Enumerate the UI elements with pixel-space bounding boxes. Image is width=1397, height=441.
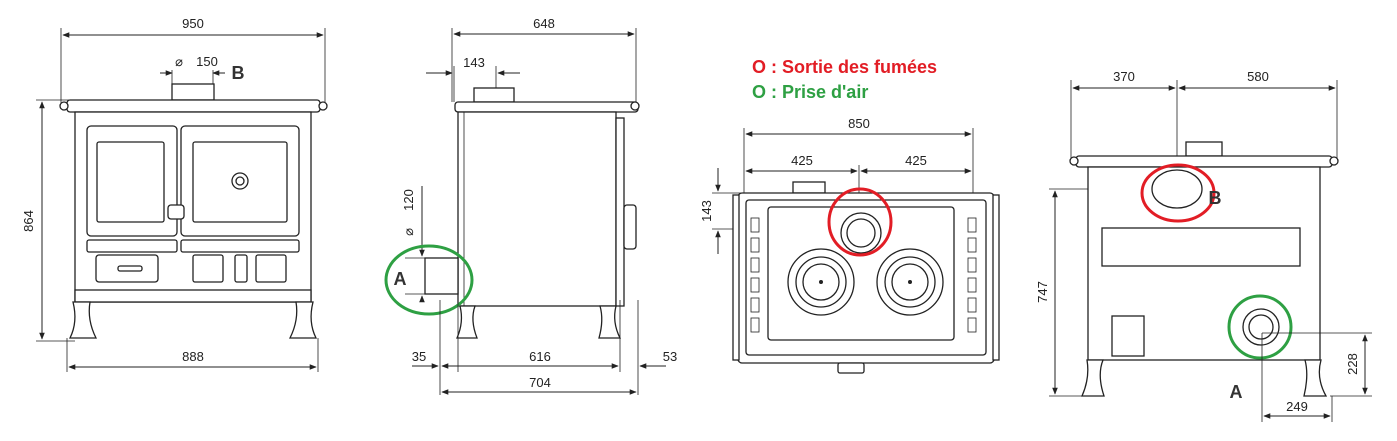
legend-air-intake: O : Prise d'air xyxy=(752,82,868,102)
cooktop-edge xyxy=(66,99,321,113)
air-inlet xyxy=(424,257,459,295)
total-depth-label: 704 xyxy=(529,375,551,390)
label-a-side: A xyxy=(394,269,407,289)
body-depth-label: 616 xyxy=(529,349,551,364)
rear-right-offset-label: 580 xyxy=(1247,69,1269,84)
label-b-rear: B xyxy=(1209,188,1222,208)
label-b-front: B xyxy=(232,63,245,83)
rear-height-label: 747 xyxy=(1035,281,1050,303)
legend: O : Sortie des fumées O : Prise d'air xyxy=(752,57,937,102)
front-height-label: 864 xyxy=(21,210,36,232)
top-view: 850 425 425 143 xyxy=(699,116,1000,374)
front-base-width-label: 888 xyxy=(182,349,204,364)
front-view: 950 ⌀ 150 B 864 xyxy=(21,16,328,372)
top-half-right-label: 425 xyxy=(905,153,927,168)
flue-collar xyxy=(171,83,215,101)
door-handle xyxy=(167,204,185,220)
vents-left xyxy=(750,217,760,333)
rail-knob-right xyxy=(318,101,328,111)
side-depth-label: 648 xyxy=(533,16,555,31)
top-half-left-label: 425 xyxy=(791,153,813,168)
leg-right xyxy=(288,301,318,339)
rail-knob-left xyxy=(59,101,69,111)
rear-plate xyxy=(1111,315,1145,357)
front-width-label: 950 xyxy=(182,16,204,31)
rear-panel xyxy=(1101,227,1301,267)
rear-smoke-exit-highlight xyxy=(1140,163,1216,223)
diameter-symbol-air: ⌀ xyxy=(401,228,416,236)
rear-air-inlet-highlight xyxy=(1227,294,1293,360)
side-flue-collar xyxy=(473,87,515,103)
diameter-symbol: ⌀ xyxy=(175,54,183,69)
side-handle xyxy=(623,204,637,250)
top-flue-offset-label: 143 xyxy=(699,200,714,222)
firebox-window xyxy=(96,141,165,223)
legend-smoke-exit: O : Sortie des fumées xyxy=(752,57,937,77)
rear-air-height-label: 228 xyxy=(1345,353,1360,375)
side-body xyxy=(457,111,617,307)
leg-left xyxy=(68,301,98,339)
air-inlet-highlight xyxy=(384,244,474,316)
top-width-label: 850 xyxy=(848,116,870,131)
top-smoke-exit-highlight xyxy=(827,187,893,257)
front-overhang-label: 53 xyxy=(663,349,677,364)
rear-flue-outlet xyxy=(1151,169,1203,209)
vents-right xyxy=(967,217,977,333)
rear-air-offset-label: 249 xyxy=(1286,399,1308,414)
rear-overhang-label: 35 xyxy=(412,349,426,364)
label-a-rear: A xyxy=(1230,382,1243,402)
rear-left-offset-label: 370 xyxy=(1113,69,1135,84)
side-flue-offset-label: 143 xyxy=(463,55,485,70)
side-view: 648 143 ⌀ 120 A 35 xyxy=(384,16,677,395)
flue-diameter-label: 150 xyxy=(196,54,218,69)
rear-view: 370 580 747 B A 228 249 xyxy=(1035,69,1372,422)
air-diameter-label: 120 xyxy=(401,189,416,211)
